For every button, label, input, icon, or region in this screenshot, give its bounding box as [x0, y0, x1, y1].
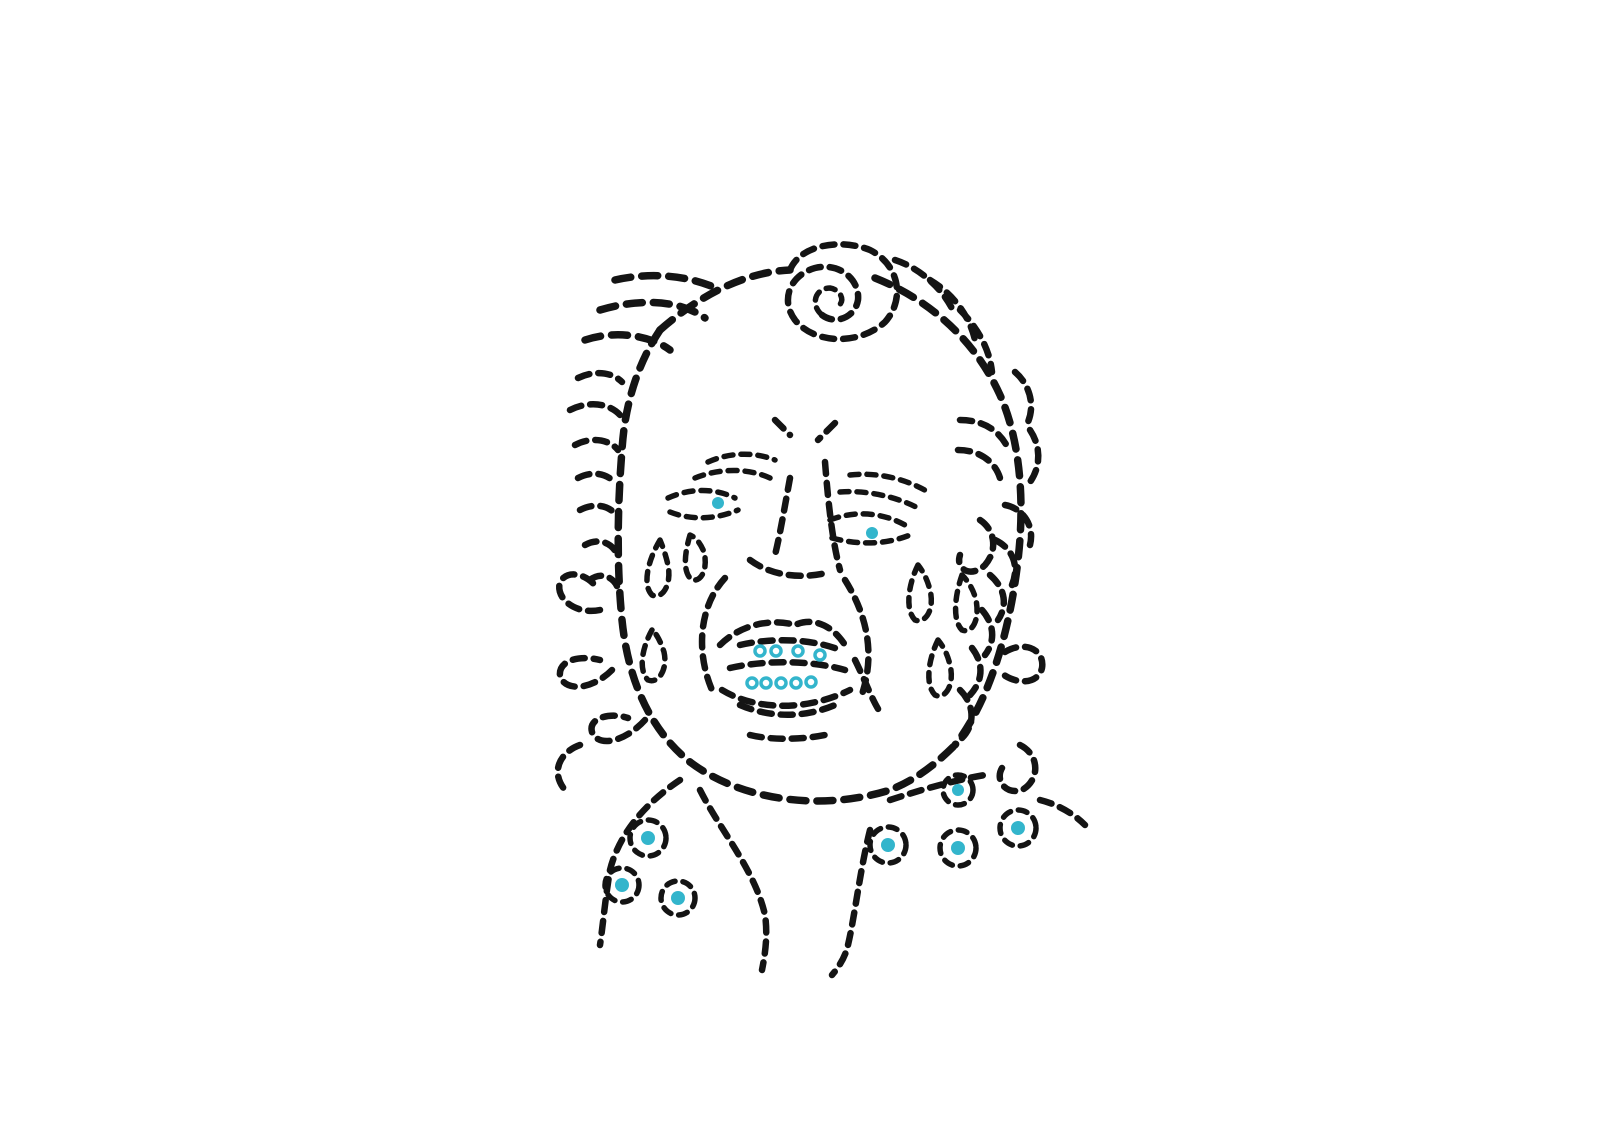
hair-strand-9 — [581, 538, 620, 556]
chin-dimple — [746, 731, 829, 742]
hair-r-curl-3 — [996, 741, 1039, 795]
head-left-contour — [614, 326, 694, 766]
right-eye — [827, 471, 931, 546]
hair-strand-4 — [574, 369, 626, 386]
neck-right — [828, 826, 874, 979]
hair-strand-3 — [581, 331, 674, 354]
hair-right — [891, 256, 1089, 829]
hair-strand-10 — [586, 572, 621, 590]
right-brow-1 — [847, 471, 931, 495]
right-brow-2 — [837, 488, 921, 511]
dot-6 — [997, 807, 1039, 849]
hair-left-curl-1 — [556, 571, 604, 615]
dot-5 — [937, 827, 979, 869]
curl-spiral-inner — [812, 285, 845, 318]
hair-r-strand-3 — [956, 306, 996, 376]
hair-r-curl-5 — [955, 516, 997, 575]
left-eye — [665, 451, 778, 521]
chin-contour — [686, 741, 959, 805]
clothing-dots — [602, 772, 1039, 918]
tear-r-3 — [926, 637, 954, 699]
dot-1 — [627, 817, 669, 859]
hair-r-strand-10 — [986, 571, 1008, 624]
hair-strand-8 — [576, 502, 621, 520]
head-top-contour — [656, 266, 794, 334]
nose-bottom — [746, 556, 834, 580]
teeth-upper — [753, 644, 827, 662]
hair-r-curl-2 — [956, 686, 975, 742]
lower-lip — [718, 686, 854, 709]
hair-strand-1 — [611, 271, 724, 294]
hair-r-strand-9 — [991, 536, 1019, 589]
hair-left — [554, 271, 724, 794]
hair-r-strand-11 — [978, 606, 996, 659]
teeth-lower — [745, 675, 818, 690]
tear-l-1 — [644, 537, 672, 599]
tear-l-3 — [639, 627, 668, 684]
hair-strand-6 — [571, 436, 622, 454]
tear-r-1 — [906, 562, 934, 624]
frown-right — [814, 419, 839, 444]
left-brow-1 — [705, 451, 778, 465]
collar-right-edge — [886, 771, 989, 804]
hair-r-strand-12 — [966, 644, 984, 699]
hair-strand-2 — [596, 298, 709, 322]
curl-spiral-outer — [784, 241, 901, 343]
nose-bridge-left — [771, 474, 794, 559]
hair-r-strand-5 — [1026, 426, 1042, 486]
dot-2 — [602, 865, 642, 905]
hair-r-strand-4 — [1011, 368, 1035, 426]
left-brow-2 — [692, 467, 773, 481]
hair-left-curl-3 — [588, 712, 649, 745]
hair-curl — [784, 241, 901, 343]
hair-r-strand-7 — [954, 446, 1004, 482]
hair-strand-7 — [574, 470, 620, 488]
tear-l-2 — [682, 532, 708, 583]
tear-r-2 — [952, 572, 980, 634]
left-lid-upper — [665, 487, 738, 501]
hair-strand-5 — [566, 401, 624, 419]
left-lid-lower — [667, 507, 741, 521]
frown-left — [771, 416, 794, 439]
hair-r-strand-8 — [1001, 501, 1035, 549]
mouth-mid-line — [726, 658, 849, 674]
dot-4 — [867, 824, 909, 866]
left-pupil — [712, 497, 724, 509]
hair-left-curl-4 — [554, 741, 584, 794]
hair-r-curl-4 — [1036, 796, 1089, 829]
right-lid-upper — [827, 511, 913, 531]
dot-3 — [658, 878, 698, 918]
nose-bridge-right — [821, 458, 844, 574]
head-right-contour — [871, 274, 1025, 749]
mouth-top-inner — [736, 637, 844, 654]
hair-r-strand-6 — [956, 416, 1012, 452]
tears-right — [906, 562, 980, 699]
upper-lip — [716, 618, 849, 649]
tears-left — [639, 532, 708, 684]
lower-lip-bottom — [736, 701, 839, 718]
dot-7 — [940, 772, 976, 808]
hair-left-curl-2 — [556, 654, 616, 690]
right-pupil — [866, 527, 878, 539]
right-lid-lower — [829, 532, 913, 546]
forehead-wrinkles — [771, 416, 839, 444]
hair-r-curl-1 — [996, 643, 1046, 685]
mouth — [716, 618, 884, 742]
neck-left — [696, 786, 770, 974]
cheek-left-fold — [698, 574, 729, 694]
mouth-corner-right — [851, 656, 884, 716]
head-outline — [614, 266, 1025, 805]
nose — [746, 458, 844, 580]
